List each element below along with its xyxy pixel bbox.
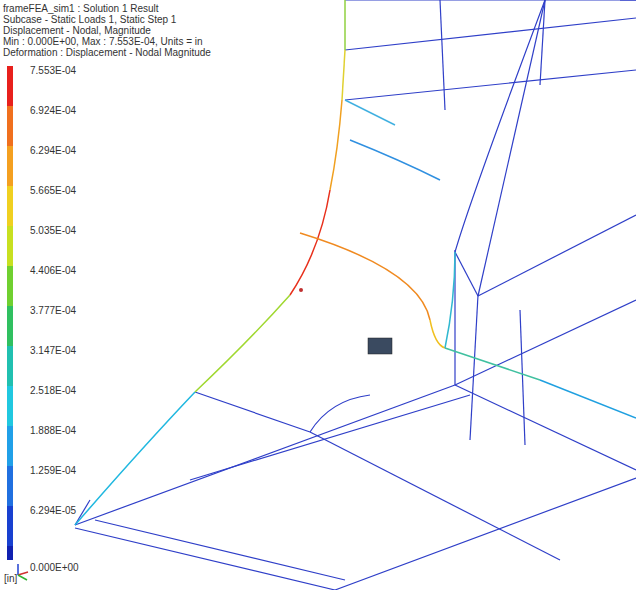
scale-value: 6.924E-04	[30, 105, 76, 116]
header-line: Subcase - Static Loads 1, Static Step 1	[3, 14, 176, 25]
scale-value: 1.888E-04	[30, 425, 76, 436]
scale-value: 7.553E-04	[30, 65, 76, 76]
scale-value: 4.406E-04	[30, 265, 76, 276]
scale-swatch	[7, 106, 13, 146]
scale-value: 3.147E-04	[30, 345, 76, 356]
scale-swatch	[7, 186, 13, 226]
header-line: Displacement - Nodal, Magnitude	[3, 25, 151, 36]
scale-swatch	[7, 306, 13, 346]
scale-value: 6.294E-05	[30, 505, 76, 516]
scale-value: 5.665E-04	[30, 185, 76, 196]
scale-swatch	[7, 546, 13, 560]
scale-value: 0.000E+00	[30, 562, 79, 573]
header-line: Deformation : Displacement - Nodal Magni…	[3, 47, 211, 58]
scale-swatch	[7, 346, 13, 386]
scale-swatch	[7, 146, 13, 186]
unit-label: [in]	[4, 573, 17, 584]
header-line: Min : 0.000E+00, Max : 7.553E-04, Units …	[3, 36, 203, 47]
scale-value: 1.259E-04	[30, 465, 76, 476]
scale-swatch	[7, 466, 13, 506]
scale-value: 6.294E-04	[30, 145, 76, 156]
scale-swatch	[7, 386, 13, 426]
result-title: frameFEA_sim1 : Solution 1 Result	[3, 3, 159, 14]
scale-value: 3.777E-04	[30, 305, 76, 316]
scale-value: 5.035E-04	[30, 225, 76, 236]
scale-swatch	[7, 426, 13, 466]
scale-swatch	[7, 266, 13, 306]
scale-value: 2.518E-04	[30, 385, 76, 396]
scale-swatch	[7, 226, 13, 266]
scale-swatch	[7, 506, 13, 546]
scale-swatch	[7, 66, 13, 106]
